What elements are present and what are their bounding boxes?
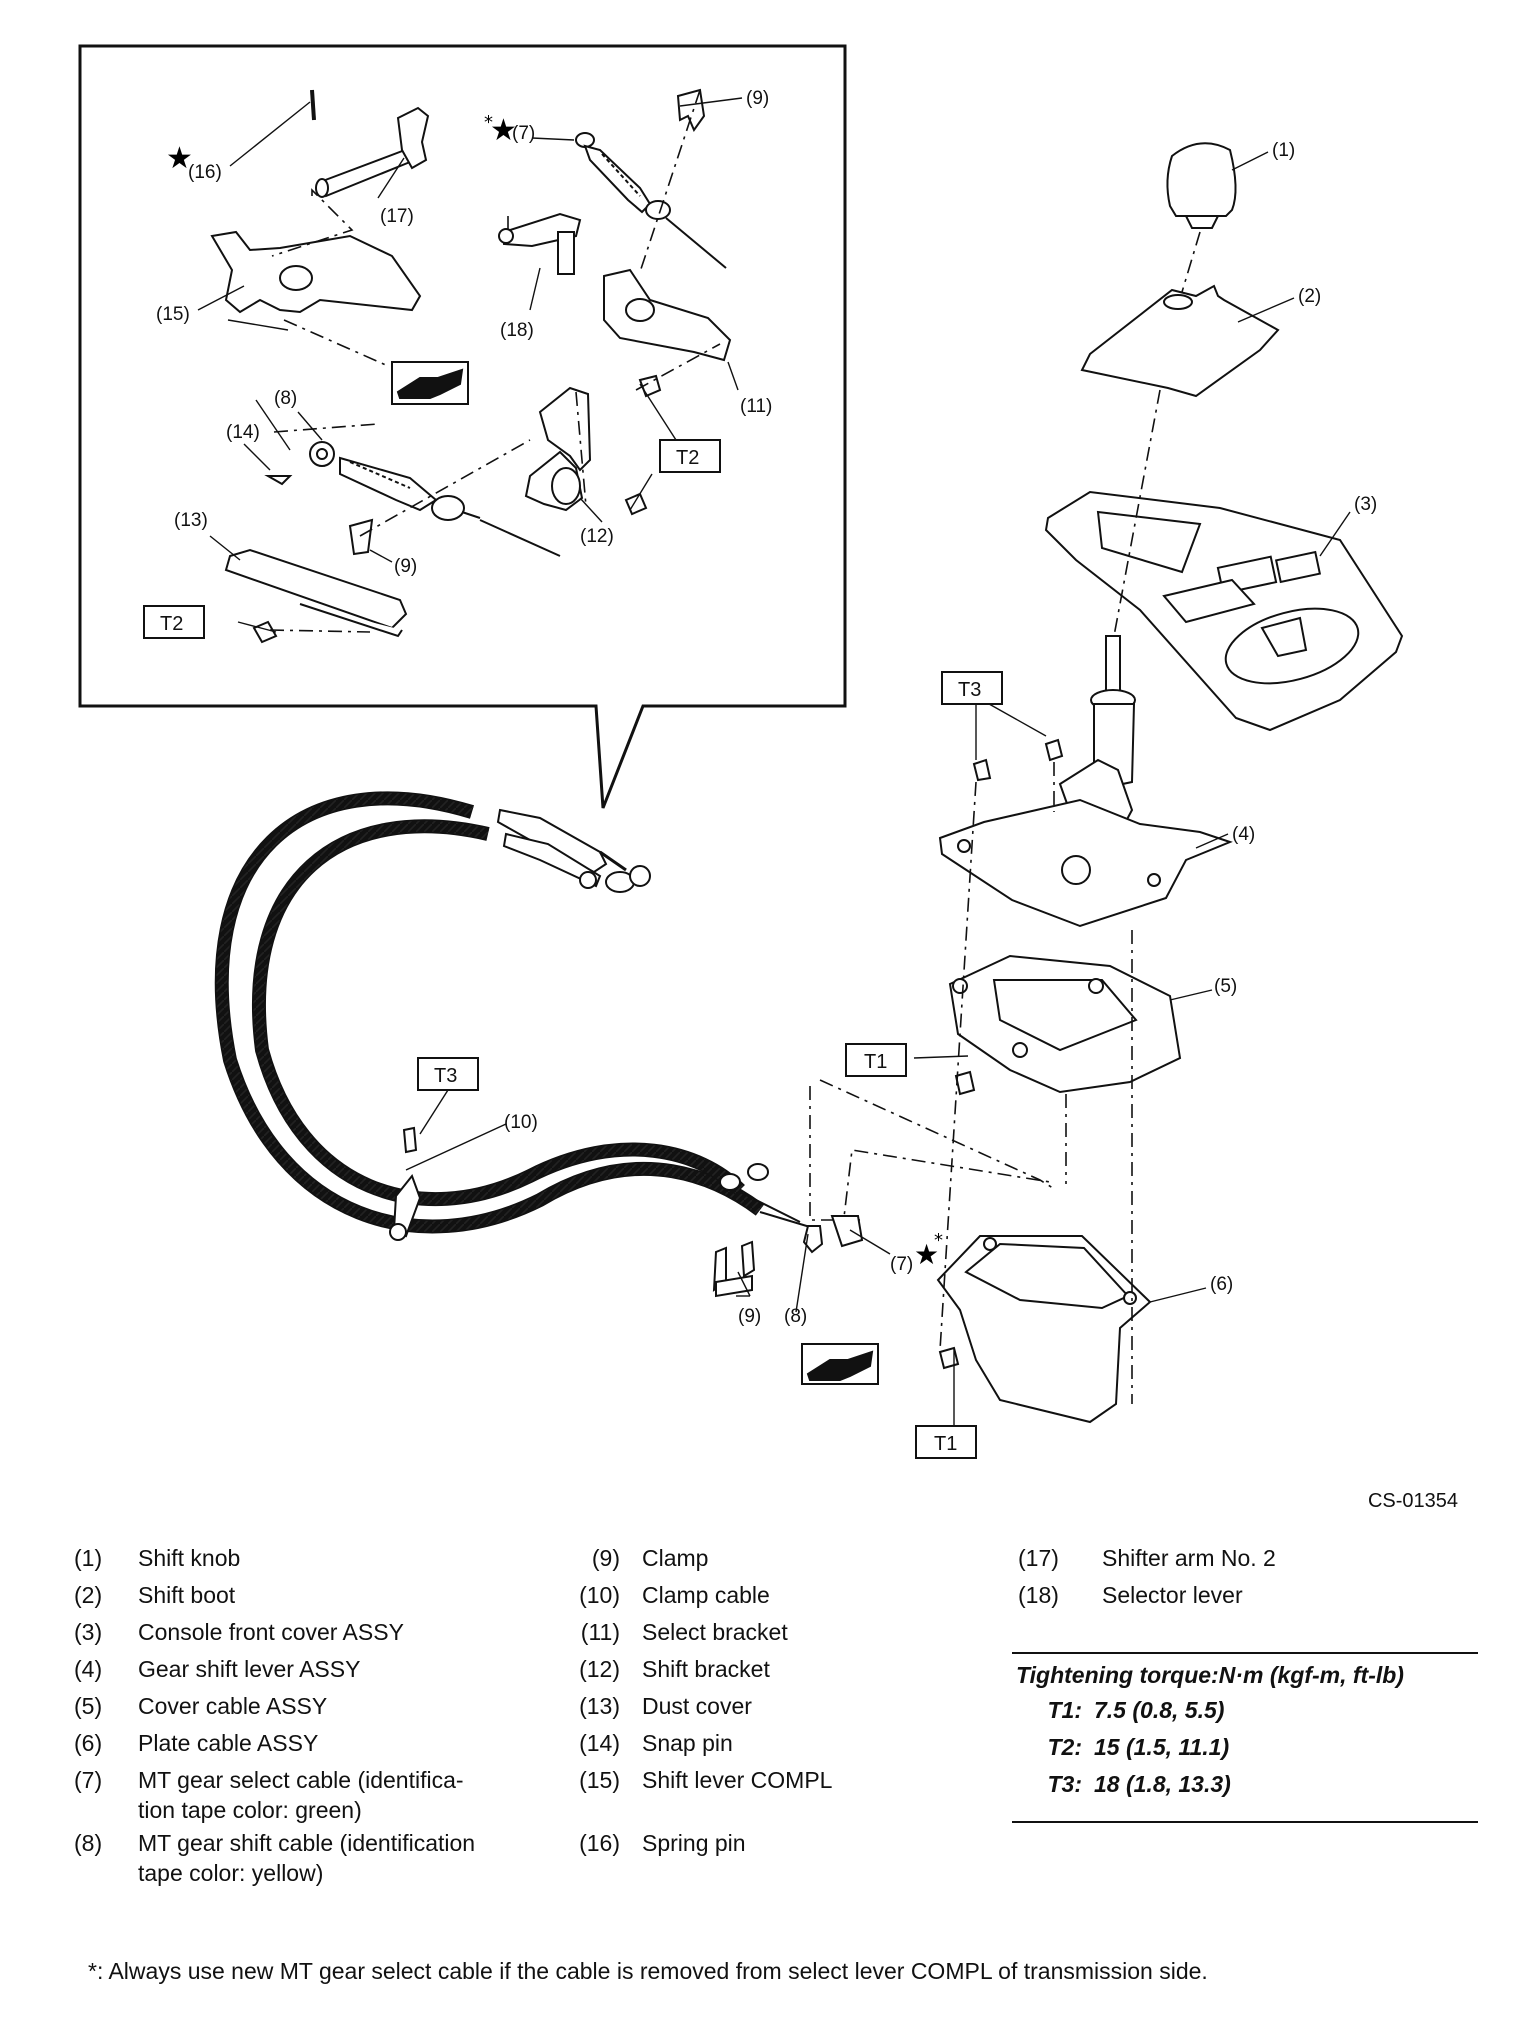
callout-16: (16) [188,162,222,183]
callout-10: (10) [504,1112,538,1133]
callout-13: (13) [174,510,208,531]
torque-tag-t3-top: T3 [958,679,981,701]
legend-item: (3)Console front cover ASSY [74,1619,404,1645]
star-7-inset: ★ [490,113,517,148]
legend-item: (13)Dust cover [579,1693,752,1719]
legend-item: (7)MT gear select cable (identifica-tion… [74,1767,464,1823]
cable-end-fittings [389,808,879,1385]
legend-item: (16)Spring pin [579,1830,746,1856]
legend-item: (5)Cover cable ASSY [74,1693,328,1719]
callout-2: (2) [1298,286,1321,307]
callout-7-main: (7) [890,1254,913,1275]
legend-item: (14)Snap pin [579,1730,733,1756]
callout-9-inset-bottom: (9) [394,556,417,577]
legend-column-3: (17)Shifter arm No. 2 (18)Selector lever [1018,1540,1276,1614]
torque-heading: Tightening torque:N·m (kgf-m, ft-lb) [1012,1652,1478,1692]
inset-dash-lines [269,89,721,633]
legend-item: (6)Plate cable ASSY [74,1730,319,1756]
callout-5: (5) [1214,976,1237,997]
star-16: ★ [166,141,193,176]
callout-4: (4) [1232,824,1255,845]
legend-item: (17)Shifter arm No. 2 [1018,1545,1276,1571]
callout-1: (1) [1272,140,1295,161]
main-shifter-parts [936,142,1404,1424]
legend-item: (18)Selector lever [1018,1582,1243,1608]
callout-7-inset: (7) [512,123,535,144]
torque-tag-t3-left: T3 [434,1065,457,1087]
callout-labels: (1) (2) (3) (4) (5) (6) (7) (7) (8) (8) … [156,88,1377,1455]
callout-11: (11) [740,396,772,417]
callout-9-main: (9) [738,1306,761,1327]
callout-17: (17) [380,206,414,227]
callout-15: (15) [156,304,190,325]
callout-18: (18) [500,320,534,341]
legend-item: (9)Clamp [591,1545,709,1571]
legend-item: (1)Shift knob [74,1545,241,1571]
shift-cables [214,791,821,1234]
exploded-view-diagram: (1) (2) (3) (4) (5) (6) (7) (7) (8) (8) … [78,44,1404,1459]
asterisk-7-inset: * [484,112,493,133]
callout-3: (3) [1354,494,1377,515]
torque-tag-boxes [143,439,1003,1459]
callout-12: (12) [580,526,614,547]
torque-row: T3:18 (1.8, 13.3) [1047,1771,1231,1797]
inset-parts [210,88,732,644]
callout-6: (6) [1210,1274,1233,1295]
figure-code: CS-01354 [1367,1490,1458,1512]
torque-bottom-rule [1012,1821,1478,1823]
footnote: *: Always use new MT gear select cable i… [88,1958,1208,1984]
callout-8-inset: (8) [274,388,297,409]
torque-tag-t1-bottom: T1 [934,1433,957,1455]
callout-9-inset-top: (9) [746,88,769,109]
legend-item: (12)Shift bracket [579,1656,770,1682]
legend-item: (4)Gear shift lever ASSY [74,1656,361,1682]
callout-8-main: (8) [784,1306,807,1327]
legend-column-2: (9)Clamp (10)Clamp cable (11)Select brac… [548,1540,832,1862]
inset-detail-frame [78,44,847,809]
leader-lines [197,97,1351,1426]
torque-row: T2:15 (1.5, 11.1) [1047,1734,1230,1760]
legend-item: (15)Shift lever COMPL [579,1767,833,1793]
asterisk-7-main: * [934,1230,943,1251]
torque-tag-t1-mid: T1 [864,1051,887,1073]
torque-tag-t2-inset-a: T2 [676,447,699,469]
torque-row: T1:7.5 (0.8, 5.5) [1047,1697,1225,1723]
torque-tag-t2-inset-b: T2 [160,613,183,635]
star-7-main: ★ [914,1238,939,1271]
callout-14: (14) [226,422,260,443]
tightening-torque-table: Tightening torque:N·m (kgf-m, ft-lb) T1:… [1012,1652,1478,1823]
legend-column-1: (1)Shift knob (2)Shift boot (3)Console f… [74,1540,475,1888]
legend-item: (10)Clamp cable [579,1582,770,1608]
legend-item: (2)Shift boot [74,1582,236,1608]
legend-item: (11)Select bracket [580,1619,788,1645]
